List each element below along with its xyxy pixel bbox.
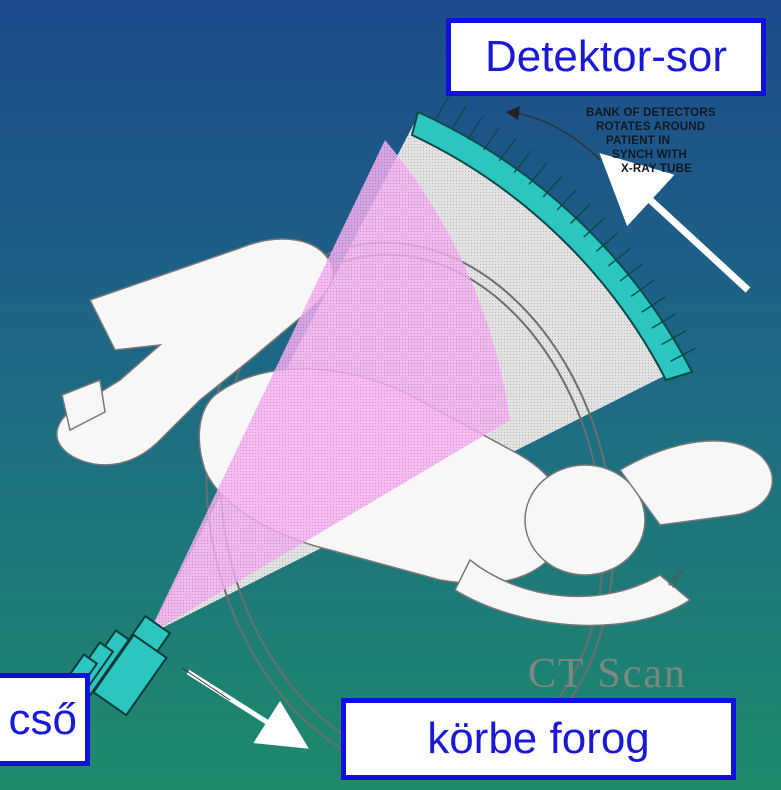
annotation-line-1: BANK OF DETECTORS (586, 106, 716, 120)
detector-row-label: Detektor-sor (446, 18, 766, 96)
annotation-line-4: SYNCH WITH (612, 148, 687, 162)
rotates-label: körbe forog (341, 698, 736, 780)
annotation-line-5: X-RAY TUBE (621, 162, 692, 176)
annotation-line-2: ROTATES AROUND (596, 120, 705, 134)
annotation-line-3: PATIENT IN (606, 134, 670, 148)
figure-caption: CT Scan (528, 650, 687, 698)
tube-label: cső (0, 673, 90, 766)
